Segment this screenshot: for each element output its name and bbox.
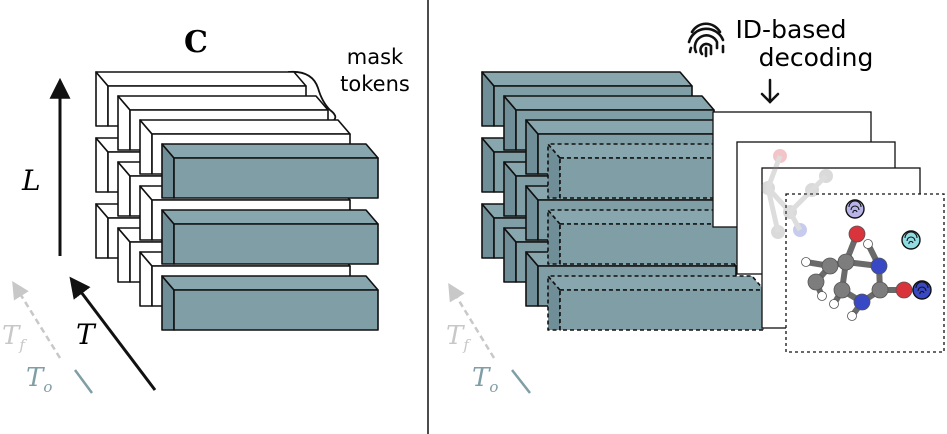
ghost-bond [787, 210, 803, 232]
to-axis-label: To [26, 363, 52, 396]
block-c3-r1 [547, 209, 765, 265]
ghost-atom [773, 149, 787, 163]
decoding-label-line2: decoding [759, 43, 874, 72]
molecule-atom [895, 281, 913, 299]
molecule-atom [801, 257, 811, 267]
molecule-atom [821, 257, 839, 275]
to-axis-segment [73, 369, 94, 394]
ghost-bond [766, 186, 792, 214]
right-panel: ID-based decoding Tf To [446, 15, 945, 396]
molecule-atom [807, 273, 825, 291]
block-c3-r1 [161, 209, 379, 265]
to-axis-segment-right [511, 369, 531, 394]
ghost-bond [765, 155, 783, 189]
ghost-atom [761, 181, 775, 195]
block-c3-r0 [161, 143, 379, 199]
mask-label-line2: tokens [340, 72, 410, 96]
ghost-bond [765, 187, 781, 233]
molecule-atom [853, 293, 871, 311]
ghost-atom [819, 169, 833, 183]
molecule-atom [848, 225, 866, 243]
block-c3-r2 [547, 275, 765, 331]
tf-axis-arrow-right [448, 283, 496, 359]
molecule-atom [863, 239, 873, 249]
ghost-bond [810, 174, 828, 192]
l-axis-label: L [21, 164, 41, 197]
decoding-label-line1: ID-based [735, 15, 846, 44]
molecule-atom [837, 253, 855, 271]
matrix-title: C [184, 25, 208, 60]
t-axis-arrow [69, 276, 157, 391]
tf-axis-arrow [12, 281, 62, 359]
molecule [801, 225, 913, 321]
ghost-atom [783, 205, 797, 219]
ghost-atom [793, 223, 807, 237]
ghost-atom [771, 225, 785, 239]
molecule-atom [847, 311, 857, 321]
t-axis-label: T [76, 318, 97, 351]
molecule-atom [871, 281, 889, 299]
molecule-atom [870, 257, 888, 275]
left-panel: C mask tokens L T Tf To [2, 25, 410, 396]
molecule-atom [833, 281, 851, 299]
block-c3-r2 [161, 275, 379, 331]
fingerprint-badge-purple [845, 199, 865, 219]
molecule-atom [829, 299, 839, 309]
tf-axis-label-right: Tf [446, 321, 471, 354]
to-axis-label-right: To [472, 363, 498, 396]
ghost-bond [788, 188, 814, 214]
molecule-atom [817, 291, 827, 301]
tf-axis-label: Tf [2, 321, 27, 354]
ghost-atom [805, 183, 819, 197]
ghost-molecule [761, 149, 833, 239]
fingerprint-badge-cyan [901, 230, 921, 250]
mask-label-line1: mask [347, 45, 404, 69]
molecule-frame-3 [785, 193, 945, 353]
fingerprint-badge-blue [912, 280, 932, 300]
down-arrow-icon [760, 78, 780, 104]
fingerprint-icon [687, 22, 725, 58]
